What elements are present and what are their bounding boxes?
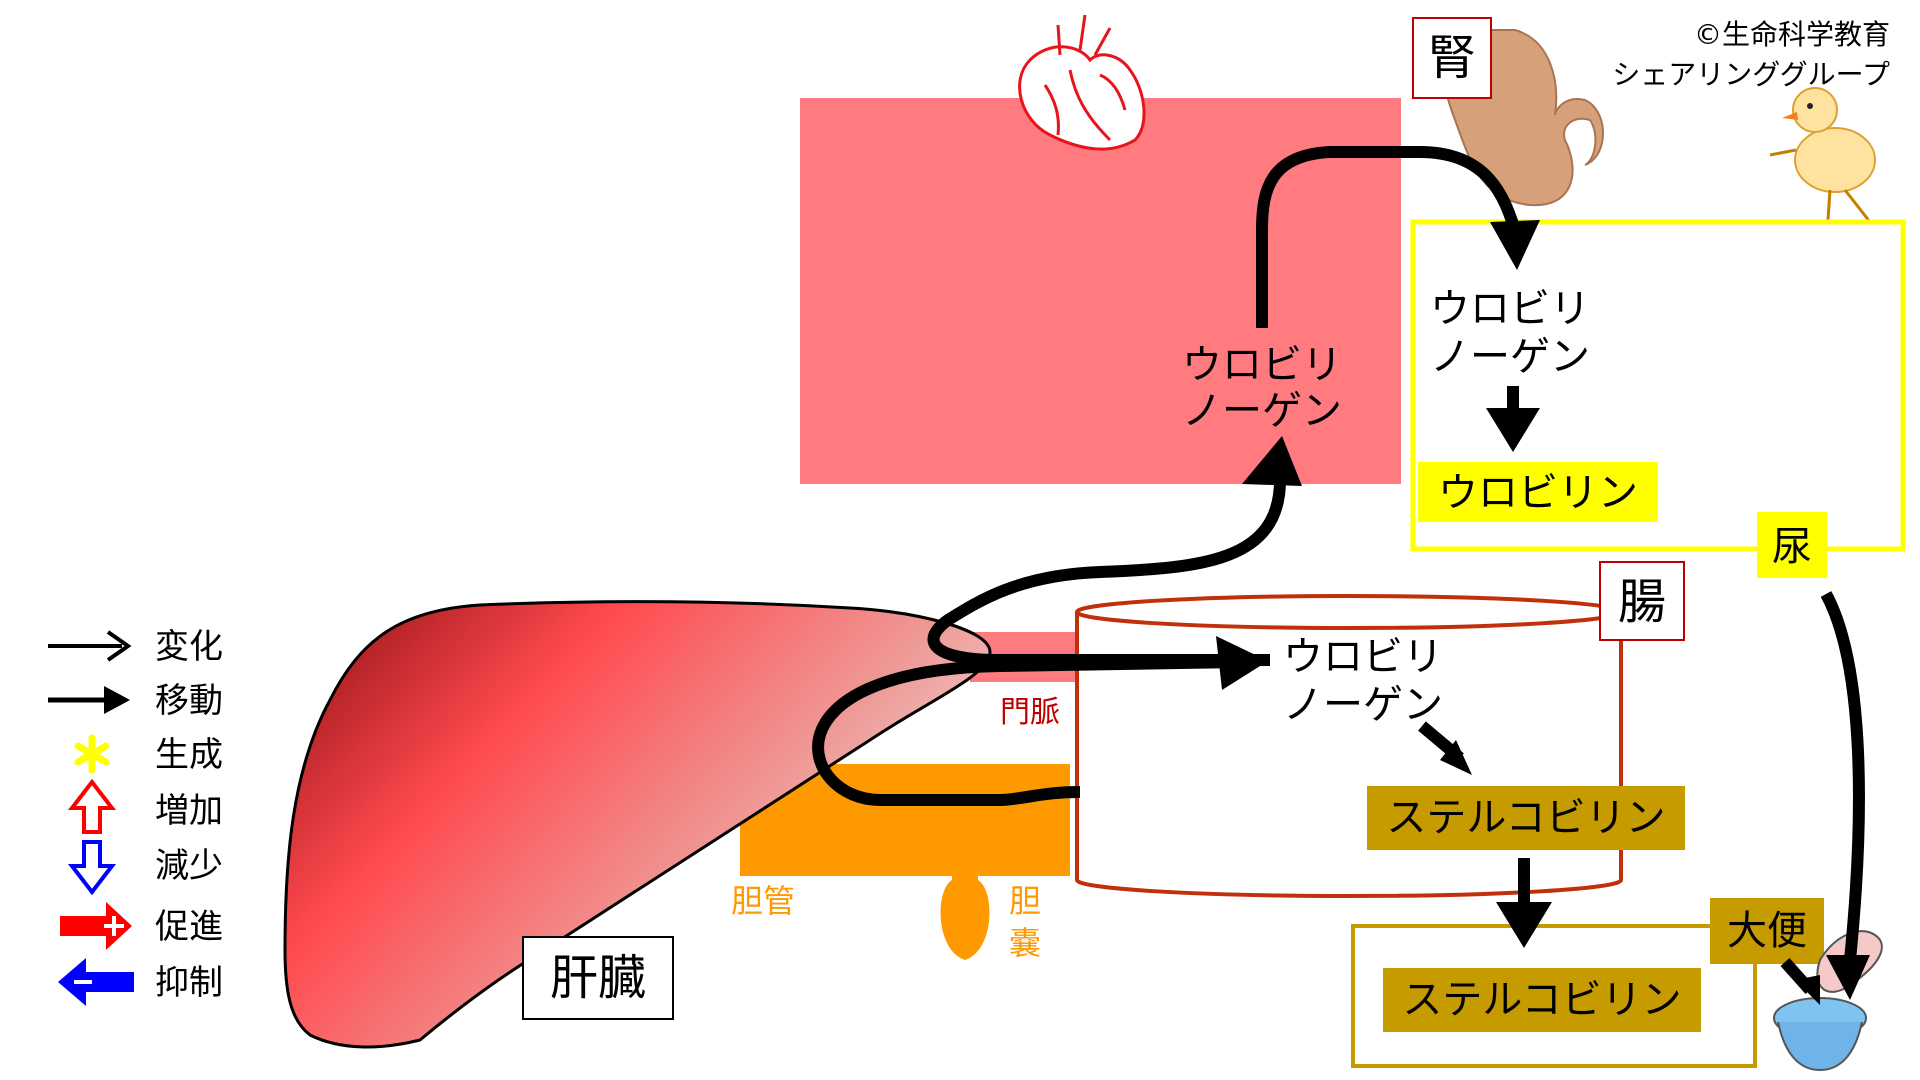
urobilin-box bbox=[1418, 462, 1658, 522]
uro-intestine-line2: ノーゲン bbox=[1283, 682, 1443, 728]
legend-inhibit: 抑制 bbox=[58, 958, 223, 1006]
intestine-label: 腸 bbox=[1618, 574, 1666, 630]
arrow-blood-to-kidney bbox=[1256, 146, 1521, 328]
legend-increase-label: 増加 bbox=[155, 791, 223, 831]
asterisk-icon bbox=[74, 734, 110, 774]
arrow-intestine-to-blood bbox=[927, 479, 1286, 666]
urobilin-label: ウロビリン bbox=[1438, 470, 1638, 516]
urine-label: 尿 bbox=[1772, 524, 1812, 570]
arrowheads bbox=[1216, 220, 1870, 1005]
legend-decrease-label: 減少 bbox=[155, 846, 223, 886]
up-arrow-icon bbox=[67, 778, 117, 834]
portal-vein-label: 門脈 bbox=[1000, 695, 1060, 730]
legend-move: 移動 bbox=[48, 681, 223, 721]
legend-promote-label: 促進 bbox=[155, 907, 223, 947]
legend-inhibit-label: 抑制 bbox=[155, 963, 223, 1003]
legend: 変化 移動 生成 増加 減少 促進 bbox=[48, 627, 223, 1006]
arrow-bile-to-intestine bbox=[812, 656, 1241, 806]
legend-increase: 増加 bbox=[67, 778, 223, 834]
legend-decrease: 減少 bbox=[67, 840, 223, 896]
uro-kidney-line1: ウロビリ bbox=[1430, 286, 1590, 332]
stercobilin-feces-label: ステルコビリン bbox=[1402, 977, 1681, 1023]
heart-icon bbox=[1018, 14, 1146, 151]
uro-blood-line2: ノーゲン bbox=[1182, 388, 1342, 434]
stercobilin-feces-box bbox=[1383, 968, 1701, 1032]
feces-label: 大便 bbox=[1727, 908, 1807, 954]
legend-change: 変化 bbox=[48, 627, 223, 667]
kidney-label: 腎 bbox=[1428, 30, 1476, 86]
gallbladder-label-2: 嚢 bbox=[1009, 924, 1041, 962]
liver-label-box bbox=[522, 936, 674, 1020]
plus-icon bbox=[104, 916, 124, 936]
urine-box bbox=[1410, 219, 1906, 552]
down-arrow-icon bbox=[67, 840, 117, 896]
liver bbox=[283, 600, 992, 1049]
copyright-line2: シェアリンググループ bbox=[1612, 58, 1890, 91]
legend-change-label: 変化 bbox=[155, 627, 223, 667]
inhibit-arrow-icon bbox=[58, 958, 134, 1006]
gallbladder-label-1: 胆 bbox=[1009, 882, 1041, 920]
legend-generate: 生成 bbox=[74, 734, 223, 775]
chick-icon bbox=[1769, 87, 1876, 223]
legend-promote: 促進 bbox=[60, 902, 223, 950]
copyright-line1: ©生命科学教育 bbox=[1694, 18, 1890, 51]
feces-box bbox=[1351, 924, 1757, 1068]
stercobilin-intestine-label: ステルコビリン bbox=[1386, 795, 1665, 841]
gallbladder bbox=[940, 876, 990, 960]
legend-move-label: 移動 bbox=[155, 681, 223, 721]
movement-arrows bbox=[812, 146, 1865, 994]
legend-generate-label: 生成 bbox=[155, 735, 223, 775]
feces-label-box bbox=[1710, 898, 1824, 964]
promote-arrow-icon bbox=[60, 902, 132, 950]
uro-kidney-line2: ノーゲン bbox=[1430, 334, 1590, 380]
intestine-label-box bbox=[1599, 561, 1685, 641]
uro-intestine-line1: ウロビリ bbox=[1283, 634, 1443, 680]
urine-label-box bbox=[1757, 512, 1827, 578]
arrow-urine-to-toilet bbox=[1820, 591, 1865, 961]
liver-label: 肝臓 bbox=[550, 950, 646, 1006]
uro-blood-line1: ウロビリ bbox=[1182, 342, 1342, 388]
toilet-icon bbox=[1773, 930, 1883, 1072]
kidney-label-box bbox=[1412, 17, 1492, 99]
stercobilin-intestine-box bbox=[1367, 786, 1685, 850]
bile-duct-label: 胆管 bbox=[731, 882, 795, 920]
